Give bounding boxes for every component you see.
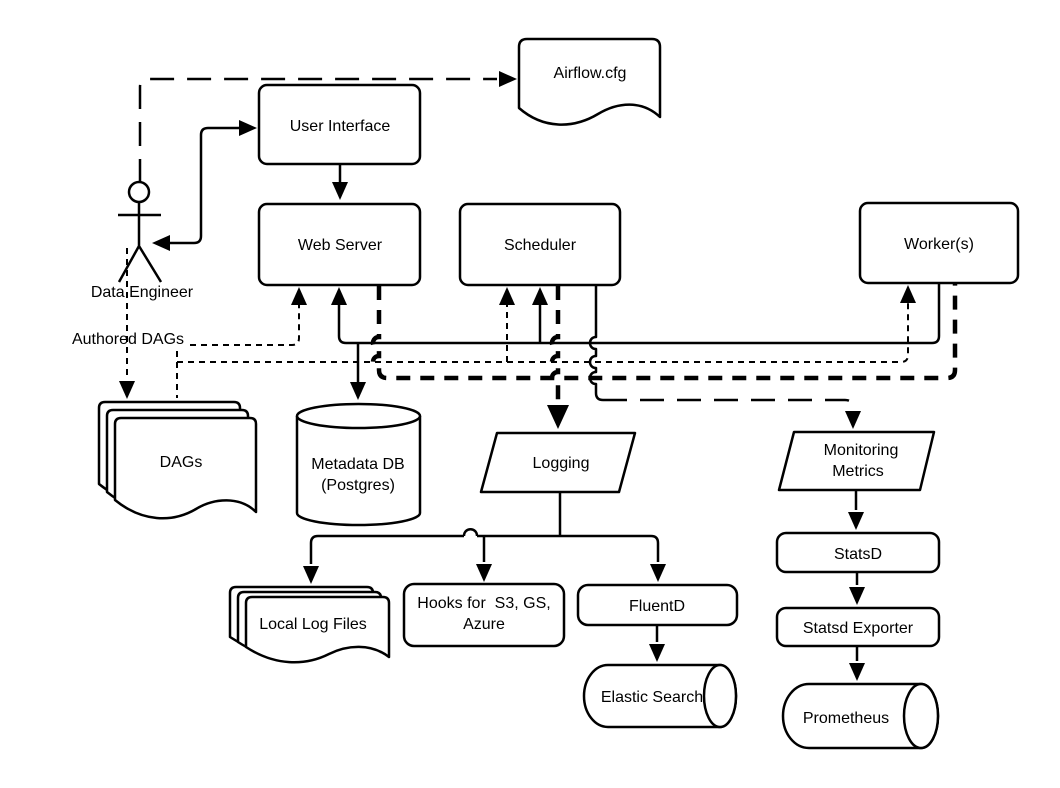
workers-box <box>858 201 1020 285</box>
arrowhead-ui-webserver <box>332 182 348 200</box>
actor-head <box>127 180 151 204</box>
metadata-db-cylinder <box>295 402 422 527</box>
edge-logging-fluentd <box>477 534 660 562</box>
arrowhead-into-locallogs <box>303 566 319 584</box>
metadata-db-body <box>295 416 422 527</box>
dags-page-front <box>113 416 258 520</box>
monitoring-label-1: Monitoring <box>824 442 899 459</box>
elastic-search-cap <box>702 663 738 729</box>
prometheus-cap <box>902 682 940 750</box>
arrowheads <box>119 71 916 681</box>
fluentd-label: FluentD <box>629 598 685 615</box>
edge-workers-bundle <box>337 283 941 345</box>
monitoring-metrics-parallelogram <box>777 430 936 492</box>
elastic-search-cylinder <box>582 663 738 729</box>
edge-logging-locallogs <box>309 534 464 564</box>
metadata-db-top <box>295 402 422 430</box>
arrowhead-into-exporter <box>849 587 865 605</box>
arrowhead-dashed-webserver <box>291 287 307 305</box>
edge-webserver-workers <box>370 284 958 381</box>
statsd-label: StatsD <box>834 546 882 563</box>
arrowhead-into-prometheus <box>849 663 865 681</box>
dags-multidocument <box>97 400 258 520</box>
edges <box>126 77 958 661</box>
fluentd-box <box>576 583 739 627</box>
metadata-db-label-2: (Postgres) <box>321 477 395 494</box>
web-server-box <box>257 202 422 287</box>
edge-ui-engineer <box>168 126 244 245</box>
local-log-files-label: Local Log Files <box>259 616 367 633</box>
hooks-label-1: Hooks for S3, GS, <box>417 595 550 612</box>
hooks-box <box>402 582 566 648</box>
scheduler-label: Scheduler <box>504 237 577 254</box>
hooks-label-2: Azure <box>463 616 505 633</box>
arrowhead-into-logging <box>547 405 569 429</box>
data-engineer-actor <box>117 180 163 283</box>
locallog-page-front <box>244 595 391 664</box>
actor-body <box>117 202 163 283</box>
arrowhead-into-airflowcfg <box>499 71 517 87</box>
statsd-exporter-box <box>775 606 941 648</box>
arrowhead-into-elastic <box>649 644 665 662</box>
arrowhead-solid-scheduler <box>532 287 548 305</box>
nodes <box>97 37 1020 750</box>
arrowhead-dashed-workers <box>900 285 916 303</box>
elastic-search-label: Elastic Search <box>601 689 703 706</box>
prometheus-cylinder <box>781 682 940 750</box>
logging-label: Logging <box>533 455 590 472</box>
edge-engineer-airflowcfg <box>138 77 497 183</box>
dags-label: DAGs <box>160 454 203 471</box>
edge-scheduler-monitoring-horizontal <box>603 398 855 412</box>
arrowhead-into-fluentd <box>650 564 666 582</box>
workers-label: Worker(s) <box>904 236 974 253</box>
airflow-cfg-document <box>517 37 662 126</box>
labels: Airflow.cfg User Interface Web Server Sc… <box>72 65 974 727</box>
statsd-box <box>775 531 941 574</box>
authored-dags-label: Authored DAGs <box>72 331 184 348</box>
user-interface-label: User Interface <box>290 118 391 135</box>
statsd-exporter-label: Statsd Exporter <box>803 620 914 637</box>
arrowhead-solid-webserver <box>331 287 347 305</box>
arrowhead-into-hooks <box>476 564 492 582</box>
arrowhead-dashed-scheduler <box>499 287 515 305</box>
local-log-files-multidocument <box>228 585 391 664</box>
user-interface-box <box>257 83 422 166</box>
arrowhead-into-metadatadb <box>350 382 366 400</box>
edge-authored-workers <box>177 303 909 363</box>
scheduler-box <box>458 202 622 287</box>
edge-logging-hop <box>462 528 479 537</box>
arrowhead-into-ui <box>239 120 257 136</box>
arrowhead-into-dags <box>119 381 135 399</box>
airflow-cfg-label: Airflow.cfg <box>554 65 627 82</box>
edge-scheduler-logging <box>549 286 561 404</box>
metadata-db-label-1: Metadata DB <box>311 456 404 473</box>
logging-parallelogram <box>479 431 637 494</box>
edge-scheduler-monitoring-vertical <box>588 283 604 402</box>
monitoring-label-2: Metrics <box>832 463 884 480</box>
prometheus-label: Prometheus <box>803 710 889 727</box>
arrowhead-into-monitoring <box>845 411 861 429</box>
arrowhead-into-engineer <box>152 235 170 251</box>
data-engineer-label: Data Engineer <box>91 284 194 301</box>
edge-authored-webserver <box>190 305 300 346</box>
web-server-label: Web Server <box>298 237 383 254</box>
arrowhead-into-statsd <box>848 512 864 530</box>
